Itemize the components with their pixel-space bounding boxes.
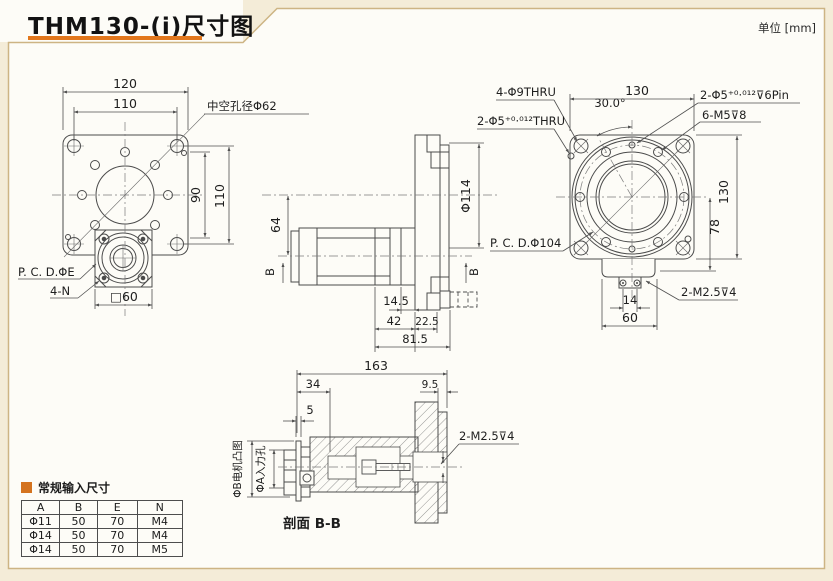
label-input-hole: ΦA入力孔 bbox=[254, 445, 267, 492]
dim-front-120: 120 bbox=[113, 76, 137, 91]
section-marker-right: B bbox=[467, 268, 481, 276]
section-input-assembly bbox=[283, 440, 315, 502]
dim-section-34: 34 bbox=[306, 377, 321, 391]
label-section-m2-5: 2-M2.5⊽4 bbox=[459, 429, 514, 443]
dim-rear-14: 14 bbox=[623, 293, 638, 307]
table-header-row: A B E N bbox=[20, 500, 184, 515]
label-rear-m2-5: 2-M2.5⊽4 bbox=[681, 285, 736, 299]
label-pin-depth: 2-Φ5⁺⁰·⁰¹²⊽6Pin bbox=[700, 88, 789, 102]
label-4-n: 4-N bbox=[50, 284, 70, 298]
col-header-e: E bbox=[96, 500, 138, 515]
dim-side-64: 64 bbox=[268, 217, 283, 233]
rear-view: 30.0° 130 130 78 14 60 4-Φ9THRU 2-Φ5⁺⁰·⁰… bbox=[477, 83, 800, 330]
section-dimensions: 163 34 9.5 5 bbox=[283, 358, 458, 483]
dim-rear-angle: 30.0° bbox=[594, 96, 625, 110]
dim-front-110-side: 110 bbox=[212, 184, 227, 208]
orange-bullet-icon bbox=[21, 482, 32, 493]
dim-front-90: 90 bbox=[188, 187, 203, 203]
dim-front-110-top: 110 bbox=[113, 96, 137, 111]
dim-section-163: 163 bbox=[364, 358, 388, 373]
side-dimensions: 64 Φ114 14.5 42 22.5 81.5 bbox=[268, 142, 484, 352]
dim-rear-130-top: 130 bbox=[625, 83, 649, 98]
col-header-b: B bbox=[59, 500, 98, 515]
dim-section-5: 5 bbox=[306, 403, 313, 417]
rear-dimensions: 130 130 78 14 60 bbox=[569, 83, 742, 330]
unit-label: 单位 [mm] bbox=[758, 21, 817, 35]
rear-connector bbox=[618, 276, 642, 289]
section-marker-left: B bbox=[263, 268, 277, 276]
dim-side-22-5: 22.5 bbox=[415, 316, 438, 328]
dim-front-square60: □60 bbox=[110, 289, 138, 304]
front-labels: 中空孔径Φ62 P. C. D.ΦE 4-N bbox=[18, 99, 309, 299]
rear-bottom-tab bbox=[601, 259, 656, 278]
section-view: 163 34 9.5 5 2-M2.5⊽4 ΦB电机凸图 ΦA入力孔 剖面 B-… bbox=[231, 358, 519, 532]
section-caption: 剖面 B-B bbox=[283, 515, 341, 532]
section-b-markers: B B bbox=[263, 262, 481, 283]
label-tap-holes: 6-M5⊽8 bbox=[702, 108, 746, 122]
table-title-row: 常规输入尺寸 bbox=[21, 479, 191, 496]
dim-rear-130-right: 130 bbox=[716, 180, 731, 204]
table-title: 常规输入尺寸 bbox=[38, 481, 111, 495]
col-header-a: A bbox=[20, 500, 61, 515]
table-row: Φ11 50 70 M4 bbox=[20, 514, 184, 529]
col-header-n: N bbox=[136, 500, 184, 515]
label-corner-holes: 4-Φ9THRU bbox=[496, 85, 556, 99]
dim-side-14-5: 14.5 bbox=[383, 294, 409, 308]
side-view: B B 64 Φ114 14.5 42 22.5 81.5 bbox=[262, 134, 500, 352]
dim-section-9-5: 9.5 bbox=[422, 379, 439, 391]
dim-side-phi114: Φ114 bbox=[458, 179, 473, 213]
label-pcd-104: P. C. D.Φ104 bbox=[490, 236, 561, 250]
label-motor-boss: ΦB电机凸图 bbox=[231, 440, 244, 497]
label-hollow-bore: 中空孔径Φ62 bbox=[207, 99, 277, 113]
side-hidden-connector bbox=[449, 291, 478, 308]
front-dimensions: 120 110 90 110 □60 bbox=[62, 76, 234, 309]
dim-rear-78: 78 bbox=[707, 219, 722, 235]
front-motor-flange bbox=[94, 229, 153, 288]
label-pcd-e: P. C. D.ΦE bbox=[18, 265, 75, 279]
table-row: Φ14 50 70 M5 bbox=[20, 542, 184, 557]
side-flange-plate bbox=[414, 134, 478, 311]
title-underline bbox=[28, 36, 202, 40]
dim-rear-60: 60 bbox=[622, 310, 638, 325]
dim-side-42: 42 bbox=[387, 314, 402, 328]
front-diagonal-centerline bbox=[63, 113, 206, 258]
dim-side-81-5: 81.5 bbox=[402, 332, 428, 346]
page-title: THM130-(i)尺寸图 bbox=[28, 14, 255, 40]
section-labels: 2-M2.5⊽4 ΦB电机凸图 ΦA入力孔 剖面 B-B bbox=[231, 429, 519, 532]
label-pin-thru: 2-Φ5⁺⁰·⁰¹²THRU bbox=[477, 114, 565, 128]
input-size-table: 常规输入尺寸 A B E N Φ11 50 70 M4 Φ14 50 70 M4… bbox=[20, 479, 191, 557]
table-row: Φ14 50 70 M4 bbox=[20, 528, 184, 543]
rear-labels: 4-Φ9THRU 2-Φ5⁺⁰·⁰¹²THRU 2-Φ5⁺⁰·⁰¹²⊽6Pin … bbox=[477, 85, 800, 301]
front-view: 120 110 90 110 □60 中空孔径Φ62 P. C. D.ΦE 4-… bbox=[18, 76, 309, 316]
